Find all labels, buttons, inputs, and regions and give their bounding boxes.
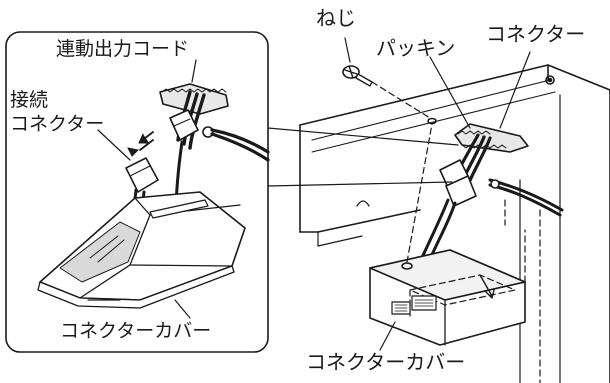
connector-cover-main [369,123,526,346]
zoom-lines [267,127,459,187]
label-joint-connector-line2: コネクター [10,113,105,135]
label-joint-connector: 接続 コネクター [10,88,104,136]
label-screw: ねじ [316,6,356,30]
label-joint-connector-line1: 接続 [10,89,49,111]
label-interlock-output-cord: 連動出力コード [56,38,190,60]
label-connector: コネクター [486,22,586,46]
main-cables [418,133,564,266]
leader-lines [97,37,531,351]
label-connector-cover-inset: コネクターカバー [60,320,212,342]
inset-drawing [37,83,270,319]
label-connector-cover-main: コネクターカバー [306,350,466,374]
screw-icon [342,65,373,87]
label-packing: パッキン [376,36,456,60]
